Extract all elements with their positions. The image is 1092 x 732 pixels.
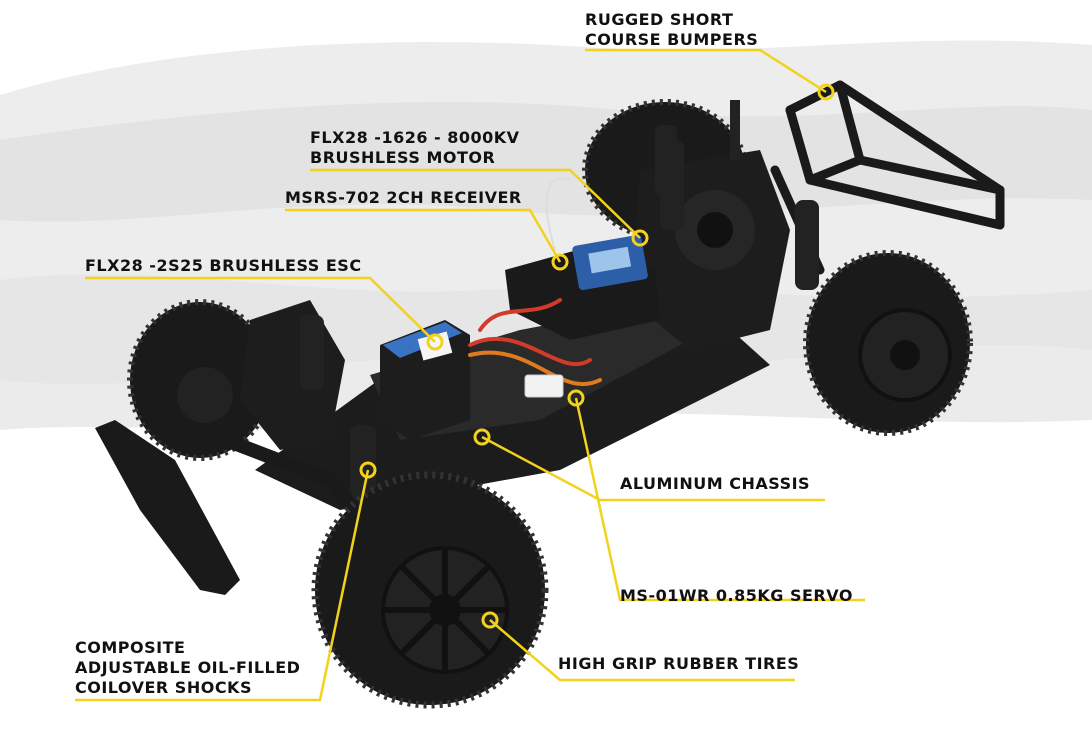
callout-shocks-line-3: COILOVER SHOCKS — [75, 678, 252, 697]
rear-shocks — [660, 140, 819, 290]
line-tires — [489, 619, 795, 682]
callout-bumpers: RUGGED SHORT COURSE BUMPERS — [585, 10, 758, 50]
marker-bumpers — [817, 83, 835, 101]
callout-servo-line-1: MS-01WR 0.85KG SERVO — [620, 586, 853, 605]
callout-motor: FLX28 -1626 - 8000KV BRUSHLESS MOTOR — [310, 128, 520, 168]
line-motor — [310, 168, 641, 239]
callout-shocks-line-2: ADJUSTABLE OIL-FILLED — [75, 658, 301, 677]
callout-servo: MS-01WR 0.85KG SERVO — [620, 586, 853, 606]
marker-servo — [567, 389, 585, 407]
callout-chassis-line-1: ALUMINUM CHASSIS — [620, 474, 811, 493]
marker-motor — [631, 229, 649, 247]
rear-right-wheel — [803, 250, 973, 436]
esc — [380, 320, 470, 440]
line-bumpers — [585, 48, 827, 94]
line-servo — [574, 397, 865, 602]
callout-motor-line-2: BRUSHLESS MOTOR — [310, 148, 496, 167]
callout-shocks: COMPOSITE ADJUSTABLE OIL-FILLED COILOVER… — [75, 638, 300, 698]
line-esc — [85, 276, 436, 343]
line-chassis — [481, 435, 825, 502]
callout-motor-line-1: FLX28 -1626 - 8000KV — [310, 128, 520, 147]
callout-tires: HIGH GRIP RUBBER TIRES — [558, 654, 799, 674]
marker-esc — [426, 333, 444, 351]
callout-chassis: ALUMINUM CHASSIS — [620, 474, 810, 494]
marker-receiver — [551, 253, 569, 271]
callout-tires-line-1: HIGH GRIP RUBBER TIRES — [558, 654, 800, 673]
callout-receiver: MSRS-702 2CH RECEIVER — [285, 188, 522, 208]
callout-receiver-line-1: MSRS-702 2CH RECEIVER — [285, 188, 522, 207]
line-shocks — [75, 469, 370, 702]
marker-tires — [481, 611, 499, 629]
callout-lines — [75, 48, 865, 702]
wiring — [468, 298, 602, 398]
receiver — [505, 177, 660, 340]
callout-bumpers-line-2: COURSE BUMPERS — [585, 30, 759, 49]
front-bumper — [95, 420, 240, 595]
marker-chassis — [473, 428, 491, 446]
callout-esc: FLX28 -2S25 BRUSHLESS ESC — [85, 256, 362, 276]
callout-shocks-line-1: COMPOSITE — [75, 638, 186, 657]
front-suspension — [193, 300, 387, 547]
callout-markers — [359, 83, 835, 629]
marker-shocks — [359, 461, 377, 479]
callout-bumpers-line-1: RUGGED SHORT — [585, 10, 734, 29]
line-receiver — [285, 208, 562, 263]
front-right-wheel — [311, 471, 549, 709]
callout-esc-line-1: FLX28 -2S25 BRUSHLESS ESC — [85, 256, 362, 275]
